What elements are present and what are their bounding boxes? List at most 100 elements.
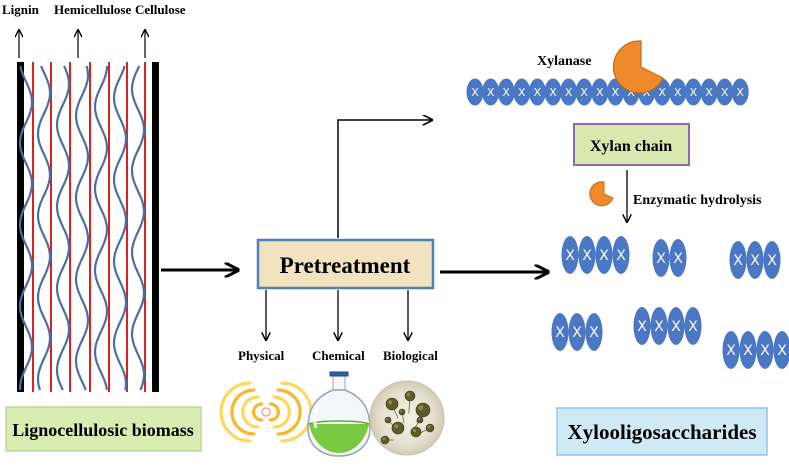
xylose-unit-letter: X	[726, 343, 736, 359]
spore-highlight	[382, 437, 385, 440]
spore-head	[392, 422, 404, 434]
spore-head	[385, 417, 391, 423]
wave-center	[262, 408, 270, 416]
hemicellulose-strand	[57, 66, 69, 390]
pretreatment-label: Pretreatment	[280, 253, 411, 278]
xylanase-label: Xylanase	[537, 54, 591, 69]
spore-highlight	[418, 405, 423, 410]
xylose-unit-letter: X	[534, 86, 542, 99]
xylose-unit: X	[685, 79, 702, 106]
xylose-unit: X	[569, 313, 586, 351]
xylose-unit-letter: X	[733, 253, 743, 269]
hemicellulose-label: Hemicellulose	[54, 2, 131, 17]
xylose-unit: X	[529, 79, 546, 106]
xylose-unit-letter: X	[565, 86, 573, 99]
spore-head	[417, 417, 423, 423]
xylose-unit-letter: X	[671, 319, 681, 335]
biological-label: Biological	[383, 348, 438, 363]
spore-highlight	[400, 410, 402, 412]
spore-head	[386, 398, 398, 410]
spore-highlight	[418, 418, 420, 420]
xylose-unit: X	[747, 241, 764, 279]
xylose-unit: X	[552, 313, 569, 351]
xylose-unit-letter: X	[637, 319, 647, 335]
xylose-unit-letter: X	[616, 248, 626, 264]
xylose-unit-letter: X	[750, 253, 760, 269]
lignin-label: Lignin	[2, 2, 40, 17]
xylose-unit: X	[764, 241, 781, 279]
spore-head	[411, 427, 421, 437]
xylose-unit-letter: X	[721, 86, 729, 99]
xylose-unit-letter: X	[518, 86, 526, 99]
physical-label: Physical	[238, 348, 285, 363]
xylose-unit-letter: X	[549, 86, 557, 99]
xylose-unit: X	[613, 236, 630, 274]
hemicellulose-strand	[114, 66, 126, 390]
xylose-unit: X	[545, 79, 562, 106]
biomass-label-box: Lignocellulosic biomass	[6, 407, 201, 451]
spore-highlight	[386, 418, 388, 420]
xylose-unit: X	[723, 331, 740, 369]
wave-arc-right	[274, 397, 289, 427]
hemicellulose-strand	[132, 66, 144, 390]
xylose-unit-letter: X	[572, 325, 582, 341]
xylan-chain-box: Xylan chain	[574, 124, 689, 165]
xylose-unit: X	[560, 79, 577, 106]
xylose-unit-letter: X	[777, 343, 787, 359]
hemicellulose-strand	[76, 66, 88, 390]
xylose-unit: X	[653, 239, 670, 277]
xylose-unit: X	[732, 79, 749, 106]
xylose-unit: X	[498, 79, 515, 106]
xylose-unit-letter: X	[673, 251, 683, 267]
hemicellulose-strand	[95, 66, 107, 390]
biomass-label: Lignocellulosic biomass	[12, 420, 194, 440]
xylose-unit-letter: X	[582, 248, 592, 264]
xylose-unit: X	[670, 239, 687, 277]
xylose-unit-letter: X	[471, 86, 479, 99]
pretreatment-to-xylan-arrow	[338, 120, 432, 238]
xylose-unit-letter: X	[690, 86, 698, 99]
cellulose-label: Cellulose	[135, 2, 186, 17]
xylose-unit-letter: X	[767, 253, 777, 269]
xylose-unit: X	[579, 236, 596, 274]
fungus-icon	[370, 381, 444, 455]
spore-head	[399, 409, 405, 415]
xylose-unit: X	[757, 331, 774, 369]
xos-label: Xylooligosaccharides	[568, 420, 757, 444]
xylose-unit-letter: X	[565, 248, 575, 264]
xylanase-enzyme-icon	[613, 41, 663, 93]
xylose-unit-letter: X	[656, 251, 666, 267]
spore-highlight	[413, 429, 417, 433]
xylose-unit: X	[669, 79, 686, 106]
xylose-unit: X	[562, 236, 579, 274]
xylose-unit: X	[586, 313, 603, 351]
xylose-unit-letter: X	[555, 325, 565, 341]
physical-waves-icon	[221, 383, 311, 441]
right-bound-bar	[152, 62, 159, 392]
xylose-unit-letter: X	[743, 343, 753, 359]
xylose-unit-letter: X	[705, 86, 713, 99]
xylose-unit: X	[467, 79, 484, 106]
xylose-unit: X	[596, 236, 613, 274]
flask-icon	[308, 372, 370, 456]
wave-arc-left	[243, 397, 258, 427]
xylose-unit-letter: X	[674, 86, 682, 99]
xylose-unit: X	[730, 241, 747, 279]
xylose-unit: X	[591, 79, 608, 106]
hemicellulose-strand	[38, 66, 50, 390]
xylose-unit: X	[716, 79, 733, 106]
xylose-unit-letter: X	[502, 86, 510, 99]
xylose-unit: X	[651, 307, 668, 345]
enzymatic-hydrolysis-label: Enzymatic hydrolysis	[633, 193, 762, 208]
xylose-unit-letter: X	[596, 86, 604, 99]
xylan-chain-label: Xylan chain	[590, 138, 672, 155]
xylose-unit-letter: X	[580, 86, 588, 99]
xylose-unit: X	[701, 79, 718, 106]
